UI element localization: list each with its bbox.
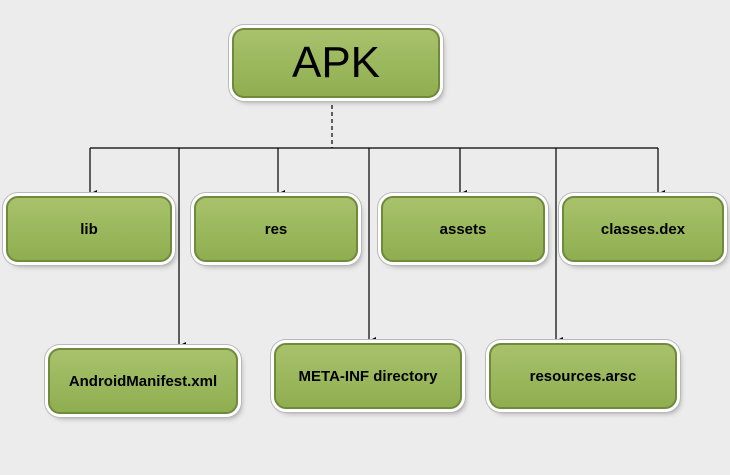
meta-inf-node: META-INF directory (274, 343, 462, 409)
classes-dex-label: classes.dex (600, 220, 686, 238)
lib-node: lib (6, 196, 172, 262)
androidmanifest-node: AndroidManifest.xml (48, 348, 238, 414)
androidmanifest-label: AndroidManifest.xml (68, 372, 218, 390)
meta-inf-label: META-INF directory (298, 367, 438, 385)
assets-label: assets (439, 220, 487, 238)
res-node: res (194, 196, 358, 262)
assets-node: assets (381, 196, 545, 262)
res-label: res (264, 220, 288, 238)
lib-label: lib (80, 220, 98, 238)
classes-dex-node: classes.dex (562, 196, 724, 262)
apk-label: APK (291, 38, 381, 87)
resources-arsc-node: resources.arsc (489, 343, 677, 409)
resources-arsc-label: resources.arsc (529, 367, 637, 385)
apk-node: APK (232, 28, 440, 98)
